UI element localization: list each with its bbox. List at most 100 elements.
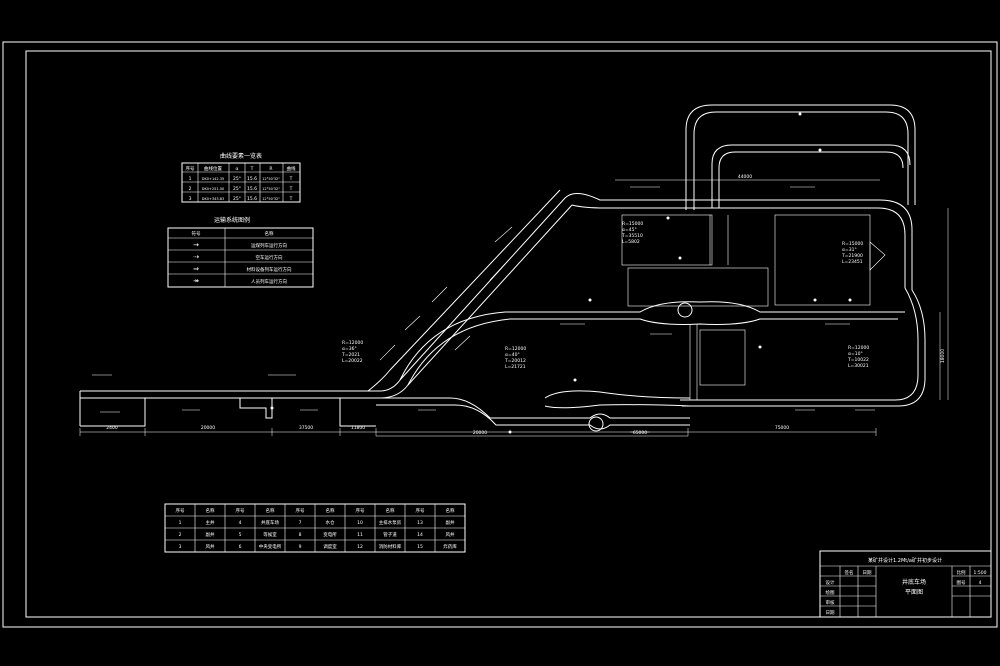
legend-symbol: ↠	[193, 277, 199, 285]
inner-frame	[25, 50, 992, 618]
title-block: 某矿井设计1.2Mt/a矿井初步设计 签名 日期 设计 绘图 审核 日期 井底车…	[819, 550, 992, 618]
equip-cell: 风井	[206, 543, 215, 550]
equip-cell: 7	[299, 520, 302, 526]
curve-cell: 25°	[233, 186, 241, 192]
equip-cell: 10	[357, 520, 363, 526]
curve-note: T=20012	[504, 358, 526, 364]
legend-symbol: ⇒	[193, 265, 199, 273]
equip-cell: 调度室	[323, 543, 337, 550]
curve-note: α=10°	[848, 351, 863, 357]
curve-table-title: 曲线要素一览表	[220, 152, 262, 160]
curve-th-4: R	[269, 166, 272, 172]
outer-frame	[2, 41, 998, 628]
equip-cell: 消防材料库	[379, 543, 402, 550]
curve-th-3: T	[250, 166, 254, 172]
equip-cell: 14	[417, 532, 423, 538]
equip-th: 序号	[176, 507, 185, 514]
equip-cell: 6	[239, 544, 242, 550]
equip-th: 序号	[236, 507, 245, 514]
equip-th: 名称	[446, 507, 455, 514]
curve-note: R=12000	[848, 345, 869, 351]
school-title: 某矿井设计1.2Mt/a矿井初步设计	[868, 557, 942, 564]
curve-note: T=35510	[621, 233, 643, 239]
curve-th-2: α	[236, 167, 239, 172]
equip-cell: 5	[239, 532, 242, 538]
dimension-label: 44000	[738, 174, 752, 180]
dimension-label: 20000	[201, 425, 215, 431]
equip-cell: 9	[299, 544, 302, 550]
curve-note: L=23451	[842, 259, 863, 265]
curve-th-0: 序号	[186, 165, 195, 172]
curve-cell: 1	[189, 176, 192, 182]
equip-th: 名称	[326, 507, 335, 514]
legend-symbol: →	[193, 241, 199, 249]
scale-label: 比例	[957, 569, 966, 576]
sheet-value: 4	[979, 580, 982, 586]
equip-th: 名称	[266, 507, 275, 514]
col-head-signature: 签名	[845, 569, 854, 576]
role-label: 绘图	[826, 589, 835, 596]
legend-label: 空车运行方向	[256, 254, 283, 261]
dimension-label: 75000	[775, 425, 789, 431]
equip-cell: 变电所	[323, 531, 337, 538]
dimension-label: 37500	[299, 425, 313, 431]
legend-label: 人员列车运行方向	[251, 278, 287, 285]
role-label: 日期	[826, 610, 835, 616]
curve-note: α=31°	[842, 247, 857, 253]
equip-cell: 井底车场	[261, 519, 279, 526]
curve-note: α=36°	[342, 346, 357, 352]
legend-symbol: ⇢	[193, 253, 199, 261]
equip-cell: 主排水泵房	[379, 519, 402, 526]
dimension-label: 20000	[473, 430, 487, 436]
equip-cell: 11	[357, 532, 363, 538]
equip-cell: 中央变电所	[259, 543, 282, 550]
curve-note: R=15000	[842, 241, 863, 247]
drawing-subtitle: 平面图	[905, 589, 923, 596]
curve-cell: 12°50'32"	[262, 177, 280, 181]
curve-cell: 15.6	[247, 196, 257, 202]
curve-th-1: 曲线位置	[204, 165, 222, 172]
curve-cell: DK0+251.00	[202, 187, 224, 191]
curve-note: T=2021	[341, 352, 360, 358]
equip-cell: 15	[417, 544, 423, 550]
curve-note: L=30021	[848, 363, 869, 369]
equipment-table: 序号 名称 序号 名称 序号 名称 序号 名称 序号 名称 1 主井 4 井底车…	[164, 503, 466, 553]
curve-note: R=12000	[342, 340, 363, 346]
role-label: 设计	[826, 579, 835, 586]
curve-table: 曲线要素一览表 序号 曲线位置 α T R 曲线 1 DK0+142.35 25…	[181, 152, 301, 203]
curve-cell: 25°	[233, 196, 241, 202]
curve-th-5: 曲线	[287, 165, 296, 172]
curve-cell: T	[289, 176, 293, 182]
equip-cell: 3	[179, 544, 182, 550]
dimension-lines: 2400 20000 37500 11800 20000 65000 75000…	[79, 174, 949, 437]
equip-cell: 水仓	[326, 519, 335, 526]
curve-cell: 12°50'32"	[262, 197, 280, 201]
curve-note: R=12000	[505, 346, 526, 352]
equip-th: 名称	[386, 507, 395, 514]
legend-label: 运煤列车运行方向	[251, 242, 287, 249]
curve-note: L=21721	[505, 364, 526, 370]
curve-notes: R=12000 α=36° T=2021 L=20022 R=15000 α=4…	[341, 221, 869, 370]
equip-cell: 副井	[446, 519, 455, 526]
legend-th-1: 名称	[265, 230, 274, 237]
curve-cell: 15.6	[247, 176, 257, 182]
curve-cell: 25°	[233, 176, 241, 182]
equip-cell: 风井	[446, 531, 455, 538]
curve-note: R=15000	[622, 221, 643, 227]
dimension-label: 18000	[940, 349, 946, 363]
dimension-label: 65000	[633, 430, 647, 436]
sheet-label: 图号	[957, 580, 966, 586]
equip-cell: 副井	[206, 531, 215, 538]
dimension-label: 11800	[351, 425, 365, 431]
legend-table-title: 运输系统图例	[214, 216, 250, 224]
drawing-name: 井底车场	[902, 578, 926, 586]
role-label: 审核	[826, 599, 835, 606]
track-plan	[79, 104, 926, 434]
legend-table: 运输系统图例 符号 名称 → 运煤列车运行方向 ⇢ 空车运行方向 ⇒ 材料设备列…	[167, 216, 314, 288]
equip-cell: 8	[299, 532, 302, 538]
curve-cell: DK0+142.35	[202, 177, 224, 181]
curve-cell: 3	[189, 196, 192, 202]
dimension-label: 2400	[106, 425, 118, 431]
shaft-circle	[677, 302, 693, 318]
